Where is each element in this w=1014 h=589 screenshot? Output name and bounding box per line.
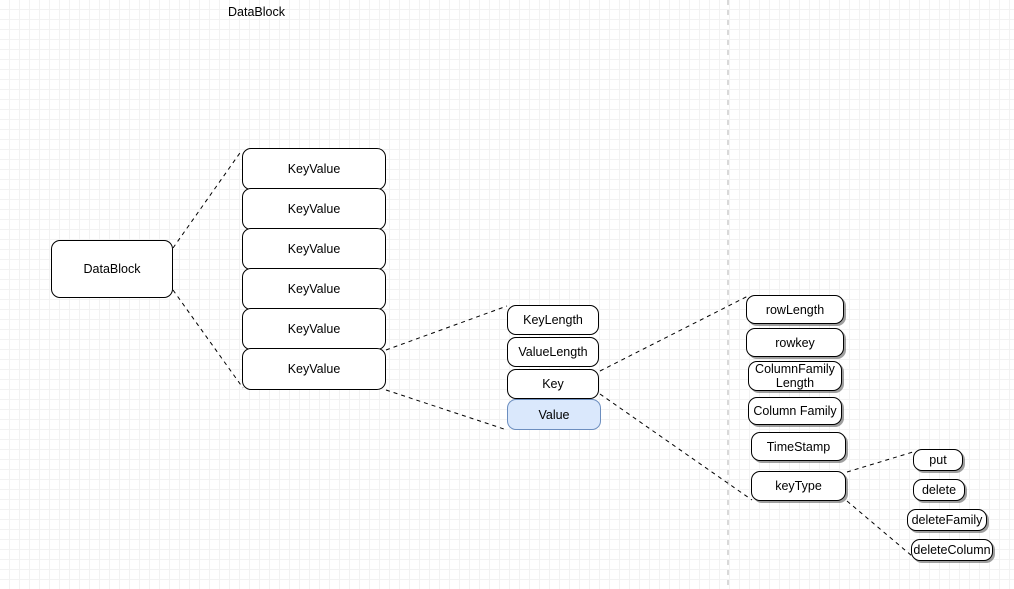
connector-kv6-to-keylength: [385, 305, 508, 351]
connector-key-to-rowlength: [599, 295, 749, 372]
node-kv3[interactable]: KeyValue: [242, 228, 386, 270]
node-keytype[interactable]: keyType: [751, 471, 846, 501]
node-put[interactable]: put: [913, 449, 963, 471]
node-datablock[interactable]: DataBlock: [51, 240, 173, 298]
node-deletefamily[interactable]: deleteFamily: [907, 509, 987, 531]
node-kv1[interactable]: KeyValue: [242, 148, 386, 190]
node-delete[interactable]: delete: [913, 479, 965, 501]
node-kv5[interactable]: KeyValue: [242, 308, 386, 350]
diagram-title: DataBlock: [228, 5, 285, 19]
node-key[interactable]: Key: [507, 369, 599, 399]
node-kv4[interactable]: KeyValue: [242, 268, 386, 310]
node-kv2[interactable]: KeyValue: [242, 188, 386, 230]
connector-kv6-to-value: [385, 389, 508, 431]
connector-keytype-to-put: [846, 451, 914, 473]
node-timestamp[interactable]: TimeStamp: [751, 432, 846, 461]
node-valuelength[interactable]: ValueLength: [507, 337, 599, 367]
connector-datablock-to-kv6: [172, 289, 244, 389]
node-deletecolumn[interactable]: deleteColumn: [911, 539, 993, 561]
connector-keytype-to-deletecolumn: [846, 500, 913, 557]
connector-key-to-keytype: [599, 393, 753, 501]
node-columnfamily[interactable]: Column Family: [748, 397, 842, 425]
node-columnfamilylength[interactable]: ColumnFamily Length: [748, 361, 842, 391]
node-keylength[interactable]: KeyLength: [507, 305, 599, 335]
connector-datablock-to-kv1: [172, 149, 243, 249]
node-kv6[interactable]: KeyValue: [242, 348, 386, 390]
node-rowkey[interactable]: rowkey: [746, 328, 844, 357]
node-rowlength[interactable]: rowLength: [746, 295, 844, 324]
node-value[interactable]: Value: [507, 399, 601, 430]
